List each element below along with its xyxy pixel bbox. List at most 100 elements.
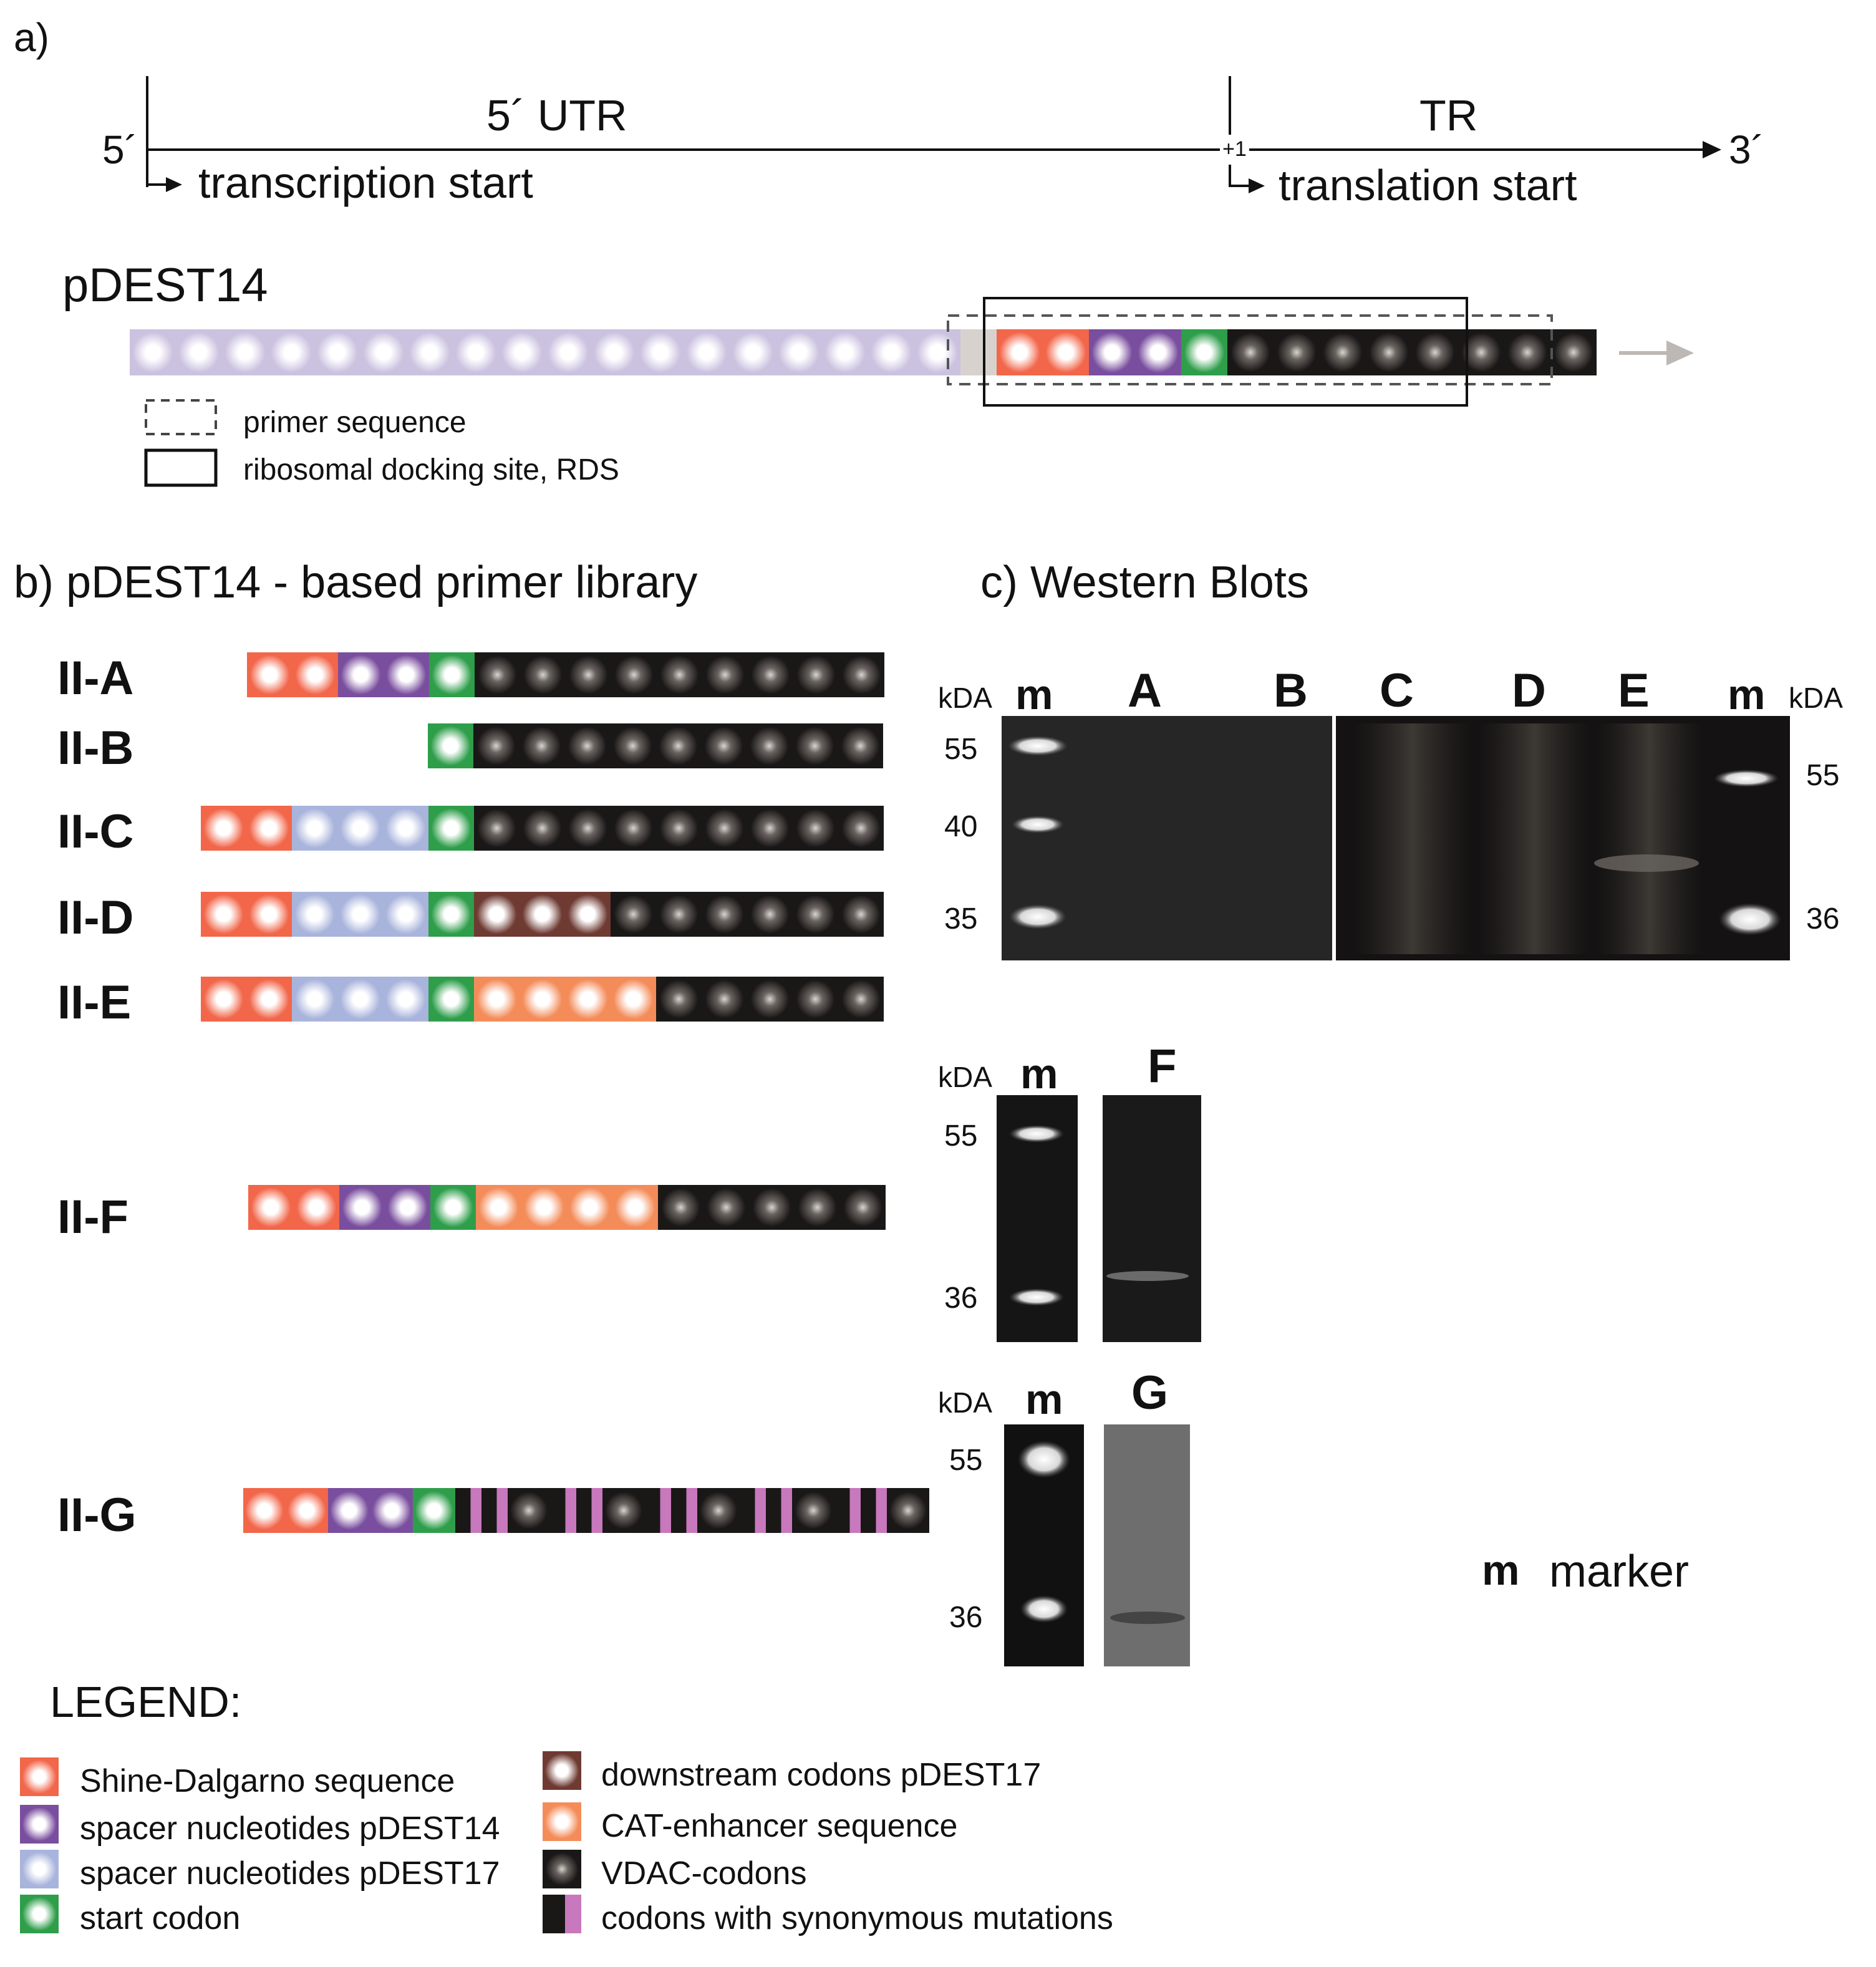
vdac-codon-square bbox=[610, 723, 655, 768]
vdac-codon-square bbox=[474, 806, 520, 851]
shine-dalgarno-square bbox=[246, 892, 292, 937]
panel-a-label: a) bbox=[14, 15, 49, 60]
blot1-mark-left-40: 40 bbox=[944, 810, 978, 843]
synonymous-mutation-codon-square bbox=[834, 1488, 861, 1533]
blot1-image bbox=[1002, 716, 1790, 960]
vdac-codon-square bbox=[747, 977, 793, 1022]
vdac-codon-square bbox=[697, 1488, 740, 1533]
spacer-pdest14-square bbox=[385, 1185, 430, 1230]
shine-dalgarno-square bbox=[201, 892, 246, 937]
spacer-pdest17-square bbox=[545, 329, 591, 375]
cat-enhancer-square bbox=[474, 977, 520, 1022]
row-label-ii-b: II-B bbox=[57, 722, 134, 775]
spacer-pdest14-square bbox=[20, 1805, 59, 1844]
cat-enhancer-square bbox=[567, 1185, 612, 1230]
blot3-marker-band-36 bbox=[1020, 1595, 1068, 1623]
legend-label-shine-dalgarno: Shine-Dalgarno sequence bbox=[80, 1763, 455, 1799]
translation-start-label: translation start bbox=[1279, 161, 1577, 210]
spacer-pdest14-square bbox=[370, 1488, 413, 1533]
blot3-image bbox=[1004, 1424, 1190, 1666]
key-primer-label: primer sequence bbox=[243, 406, 467, 439]
blot1-lane-d: D bbox=[1512, 664, 1546, 717]
vdac-codon-square bbox=[704, 1185, 749, 1230]
start-codon-square bbox=[428, 892, 474, 937]
vdac-codon-square bbox=[1550, 329, 1597, 375]
blot3-lane-m: m bbox=[1025, 1376, 1063, 1423]
shine-dalgarno-square bbox=[243, 1488, 286, 1533]
marker-key-text: marker bbox=[1549, 1547, 1690, 1597]
vdac-codon-square bbox=[655, 723, 701, 768]
row-label-ii-f: II-F bbox=[57, 1191, 128, 1244]
start-codon-square bbox=[430, 1185, 476, 1230]
shine-dalgarno-square bbox=[293, 652, 338, 697]
vdac-codon-square bbox=[838, 806, 884, 851]
spacer-pdest14-square bbox=[1089, 329, 1135, 375]
blot1-lane-b: B bbox=[1274, 664, 1308, 717]
blot3-mark-36: 36 bbox=[949, 1601, 983, 1634]
legend-label-vdac-codon: VDAC-codons bbox=[601, 1855, 807, 1892]
vdac-codon-square bbox=[840, 1185, 886, 1230]
synonymous-mutation-codon-square bbox=[740, 1488, 766, 1533]
vdac-codon-square bbox=[838, 892, 884, 937]
shine-dalgarno-square bbox=[201, 806, 246, 851]
vdac-codon-square bbox=[508, 1488, 550, 1533]
row-label-ii-a: II-A bbox=[57, 652, 134, 705]
spacer-pdest17-square bbox=[176, 329, 222, 375]
synonymous-mutation-codon-square bbox=[861, 1488, 887, 1533]
downstream-codon-pdest17-square bbox=[565, 892, 611, 937]
legend-label-spacer-pdest14: spacer nucleotides pDEST14 bbox=[80, 1810, 500, 1847]
construct-arrow-head bbox=[1666, 341, 1694, 365]
downstream-codon-pdest17-square bbox=[520, 892, 565, 937]
blot1-lane-m-left: m bbox=[1015, 671, 1053, 718]
vdac-codon-square bbox=[519, 723, 564, 768]
spacer-pdest14-square bbox=[338, 652, 384, 697]
blot1-lane-e-band bbox=[1594, 854, 1699, 872]
shine-dalgarno-square bbox=[246, 806, 292, 851]
construct-annotations bbox=[144, 297, 1694, 487]
cat-enhancer-square bbox=[476, 1185, 521, 1230]
vdac-codon-square bbox=[795, 1185, 840, 1230]
blot1-marker-band-35 bbox=[1009, 904, 1066, 929]
spacer-pdest14-square bbox=[339, 1185, 385, 1230]
row-label-ii-d: II-D bbox=[57, 891, 134, 944]
spacer-pdest17-square bbox=[130, 329, 176, 375]
start-codon-square bbox=[428, 977, 474, 1022]
blot1-unit-right: kDA bbox=[1789, 682, 1843, 714]
spacer-pdest17-square bbox=[591, 329, 637, 375]
spacer-pdest17-square bbox=[407, 329, 453, 375]
cat-enhancer-square bbox=[611, 977, 656, 1022]
blot2-marker-band-36 bbox=[1009, 1288, 1064, 1306]
vdac-codon-square bbox=[839, 652, 884, 697]
blot1-mark-left-35: 35 bbox=[944, 902, 978, 935]
blot2-mark-55: 55 bbox=[944, 1119, 978, 1153]
spacer-pdest17-square bbox=[822, 329, 868, 375]
vdac-codon-square bbox=[611, 892, 656, 937]
spacer-pdest17-square bbox=[337, 977, 383, 1022]
spacer-pdest17-square bbox=[730, 329, 776, 375]
vdac-codon-square bbox=[1227, 329, 1274, 375]
spacer-pdest17-square bbox=[453, 329, 499, 375]
shine-dalgarno-square bbox=[20, 1757, 59, 1796]
spacer-pdest17-square bbox=[637, 329, 684, 375]
legend-label-spacer-pdest17: spacer nucleotides pDEST17 bbox=[80, 1855, 500, 1892]
blot1-marker-band-right-36 bbox=[1719, 903, 1781, 935]
start-codon-square bbox=[1181, 329, 1227, 375]
shine-dalgarno-square bbox=[201, 977, 246, 1022]
legend-title: LEGEND: bbox=[50, 1678, 242, 1726]
spacer-pdest17-square bbox=[360, 329, 407, 375]
construct-label: pDEST14 bbox=[62, 259, 268, 312]
vdac-codon-square bbox=[602, 1488, 645, 1533]
axis-arrow-head bbox=[1703, 141, 1721, 158]
blot2-marker-band-55 bbox=[1009, 1125, 1064, 1143]
spacer-pdest17-square bbox=[914, 329, 960, 375]
vdac-codon-square bbox=[838, 977, 884, 1022]
spacer-pdest14-square bbox=[384, 652, 429, 697]
vdac-codon-square bbox=[747, 723, 792, 768]
vdac-codon-square bbox=[656, 892, 702, 937]
blot3-sample-membrane bbox=[1104, 1424, 1190, 1666]
vdac-codon-square bbox=[475, 652, 520, 697]
blot3-mark-55: 55 bbox=[949, 1444, 983, 1477]
plus-one-label: +1 bbox=[1220, 138, 1249, 160]
synonymous-mutation-codon-square bbox=[550, 1488, 576, 1533]
shine-dalgarno-square bbox=[1043, 329, 1089, 375]
